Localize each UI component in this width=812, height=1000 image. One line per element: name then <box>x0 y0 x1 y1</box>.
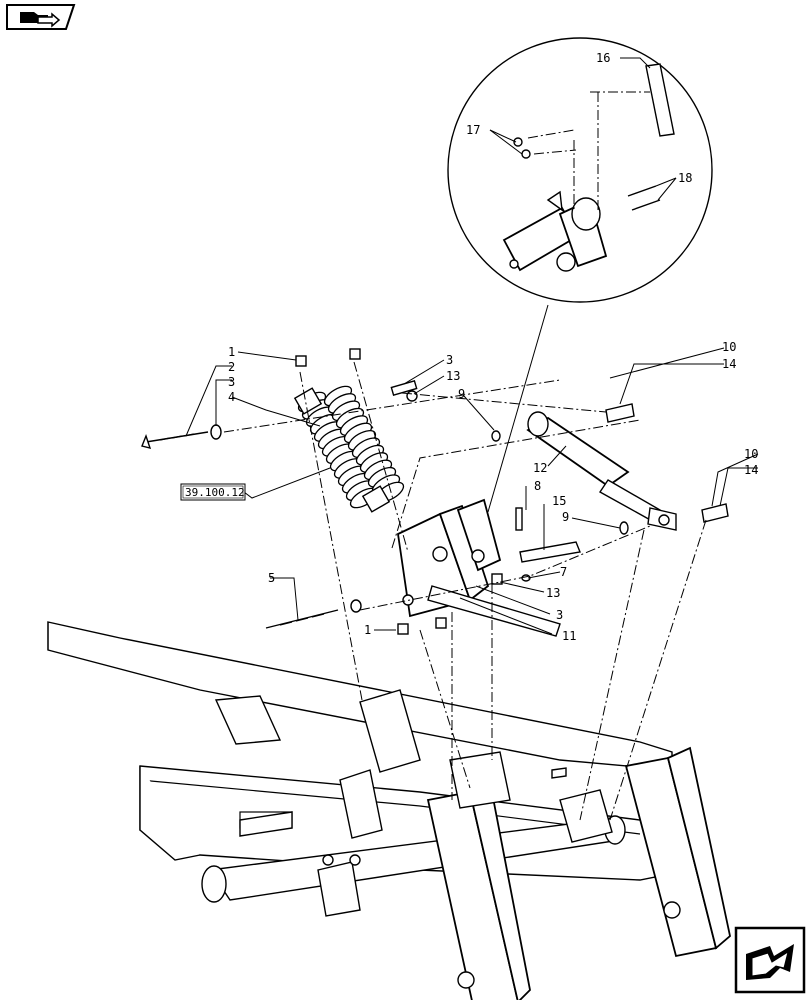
callout-13b: 13 <box>546 586 560 600</box>
callout-9b: 9 <box>562 510 569 524</box>
next-page-arrow-icon <box>734 926 806 994</box>
assembly-lines <box>223 91 707 821</box>
callout-16: 16 <box>596 51 610 65</box>
callout-18: 18 <box>678 171 692 185</box>
callout-5: 5 <box>268 571 275 585</box>
callout-3a: 3 <box>228 375 235 389</box>
callout-3c: 3 <box>556 608 563 622</box>
folder-back-arrow-icon <box>6 4 76 30</box>
reference-link-text[interactable]: 39.100.12 <box>185 486 245 499</box>
callout-11: 11 <box>562 629 576 643</box>
callout-17: 17 <box>466 123 480 137</box>
callout-10a: 10 <box>722 340 736 354</box>
callout-9a: 9 <box>458 387 465 401</box>
reference-link[interactable]: 39.100.12 <box>180 483 246 501</box>
callout-1a: 1 <box>228 345 235 359</box>
callout-10b: 10 <box>744 447 758 461</box>
blade-frame <box>47 621 731 1000</box>
detail-view <box>447 37 713 513</box>
leader-lines <box>185 57 759 635</box>
callout-2: 2 <box>228 360 235 374</box>
callout-13a: 13 <box>446 369 460 383</box>
callout-15: 15 <box>552 494 566 508</box>
callout-8: 8 <box>534 479 541 493</box>
callout-4: 4 <box>228 390 235 404</box>
next-page-button[interactable] <box>734 926 806 994</box>
callout-3b: 3 <box>446 353 453 367</box>
pivot-plate-assembly <box>397 498 561 637</box>
callout-labels: 1 2 3 4 3 13 9 10 14 12 8 15 9 10 14 7 1… <box>228 51 758 643</box>
callout-7: 7 <box>560 565 567 579</box>
spring-assembly <box>293 385 405 513</box>
callout-12: 12 <box>533 461 547 475</box>
previous-page-button[interactable] <box>4 3 76 31</box>
callout-1b: 1 <box>364 623 371 637</box>
callout-14a: 14 <box>722 357 736 371</box>
callout-14b: 14 <box>744 463 758 477</box>
hydraulic-cylinder <box>526 411 677 531</box>
